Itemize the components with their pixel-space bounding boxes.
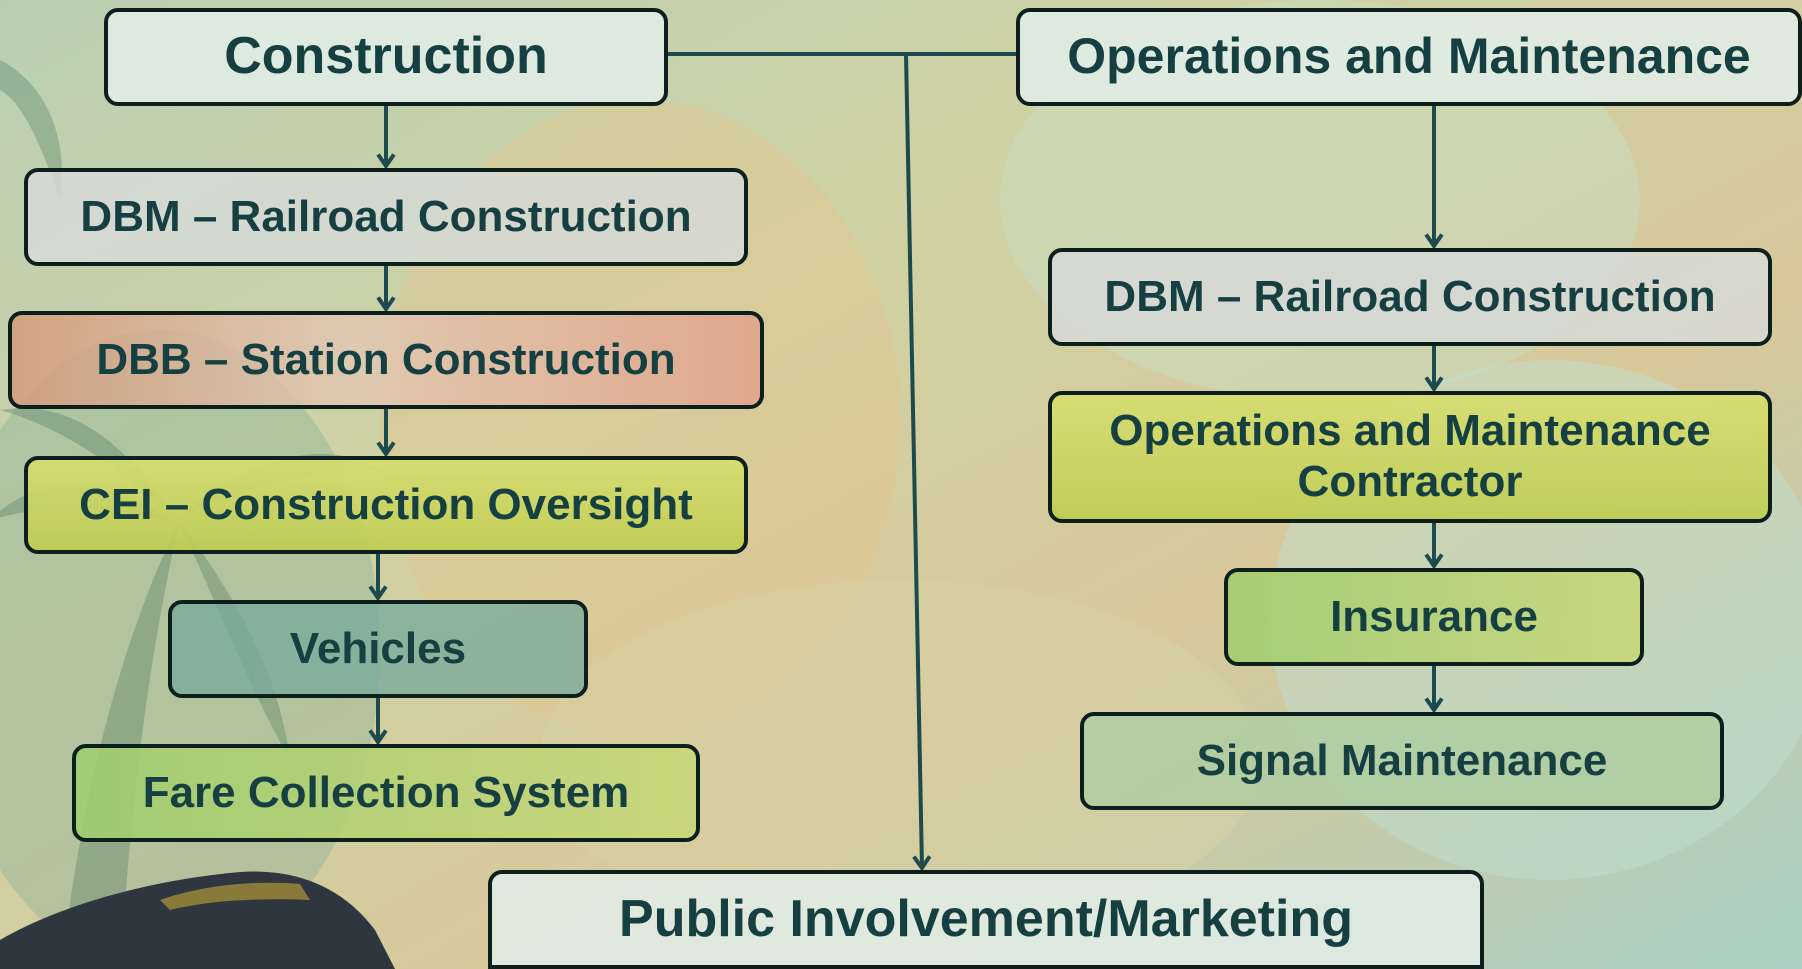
om-item-insurance: Insurance [1224,568,1644,666]
om-item-label: Insurance [1330,591,1538,641]
construction-item-dbb-station: DBB – Station Construction [8,311,764,409]
construction-header-box: Construction [104,8,668,106]
construction-item-vehicles: Vehicles [168,600,588,698]
om-header-box: Operations and Maintenance [1016,8,1802,106]
om-item-label: Operations and Maintenance Contractor [1109,406,1711,506]
construction-item-fare-collection: Fare Collection System [72,744,700,842]
construction-item-label: DBM – Railroad Construction [80,191,692,241]
om-header-label: Operations and Maintenance [1067,28,1751,85]
om-item-signal-maintenance: Signal Maintenance [1080,712,1724,810]
om-item-om-contractor: Operations and Maintenance Contractor [1048,391,1772,523]
public-involvement-label: Public Involvement/Marketing [619,889,1353,948]
train-silhouette [0,871,395,969]
construction-item-dbm-railroad: DBM – Railroad Construction [24,168,748,266]
om-item-label: Signal Maintenance [1196,735,1608,785]
construction-item-cei-oversight: CEI – Construction Oversight [24,456,748,554]
public-involvement-box: Public Involvement/Marketing [488,870,1484,969]
om-item-dbm-railroad: DBM – Railroad Construction [1048,248,1772,346]
construction-header-label: Construction [224,27,548,86]
construction-item-label: Vehicles [289,623,467,673]
om-item-label: DBM – Railroad Construction [1104,271,1716,321]
construction-item-label: DBB – Station Construction [96,334,676,384]
construction-item-label: Fare Collection System [142,767,630,817]
construction-item-label: CEI – Construction Oversight [79,479,693,529]
